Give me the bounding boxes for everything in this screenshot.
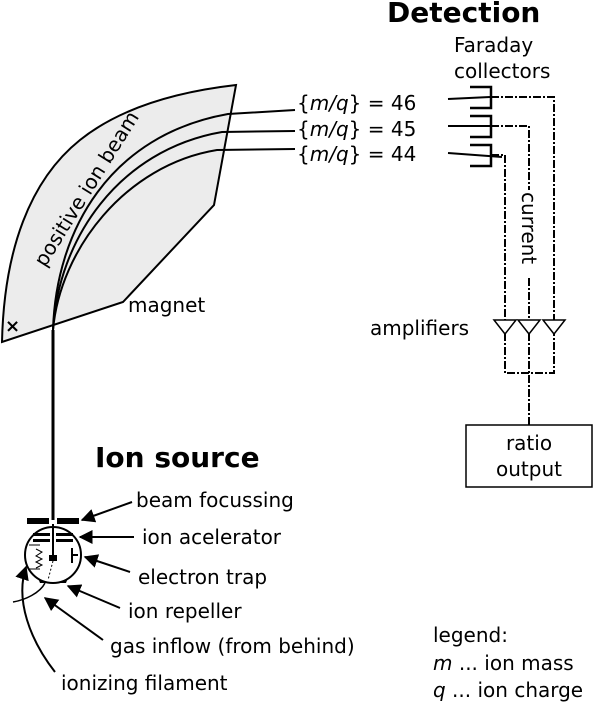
svg-text:{m/q} = 45: {m/q} = 45 bbox=[297, 117, 416, 141]
gas-inflow-arc bbox=[12, 582, 46, 603]
accelerator-plate-right-2 bbox=[56, 539, 73, 542]
label-beam-focussing: beam focussing bbox=[136, 488, 294, 512]
faraday-label-line1: Faraday bbox=[454, 33, 533, 57]
accelerator-plate-left-2 bbox=[33, 539, 50, 542]
beam-mq44 bbox=[52, 148, 296, 331]
amplifier-1 bbox=[492, 319, 518, 336]
beam-in-44 bbox=[447, 152, 503, 158]
legend: legend: m ... ion mass q ... ion charge bbox=[433, 623, 583, 702]
label-gas-inflow: gas inflow (from behind) bbox=[110, 634, 355, 658]
beam-focussing-plate-left bbox=[27, 518, 49, 524]
amplifier-output-bus bbox=[504, 333, 555, 425]
svg-text:{m/q} = 46: {m/q} = 46 bbox=[297, 91, 416, 115]
amplifier-3 bbox=[541, 319, 567, 336]
svg-text:{m/q} = 44: {m/q} = 44 bbox=[297, 142, 416, 166]
arrow-gas-inflow bbox=[43, 597, 104, 641]
beam-mq45 bbox=[52, 130, 296, 331]
ion-source-title: Ion source bbox=[95, 441, 260, 474]
ratio-output-line1: ratio bbox=[506, 431, 552, 455]
mq-label-44: {m/q} = 44 bbox=[297, 142, 416, 166]
current-wire-46 bbox=[491, 96, 555, 320]
electron-trap bbox=[71, 548, 78, 563]
faraday-label-line2: collectors bbox=[454, 59, 550, 83]
label-ion-repeller: ion repeller bbox=[128, 599, 242, 623]
current-wire-44 bbox=[491, 154, 506, 320]
legend-item-q: q ... ion charge bbox=[433, 678, 583, 702]
amplifier-2 bbox=[516, 319, 542, 336]
arrow-electron-trap bbox=[83, 554, 131, 573]
beam-mq46 bbox=[52, 109, 296, 331]
accelerator-plate-left-1 bbox=[33, 533, 50, 536]
detection-title: Detection bbox=[387, 0, 540, 29]
ratio-output-box bbox=[465, 424, 593, 488]
label-ionizing-filament: ionizing filament bbox=[61, 671, 228, 695]
beam-in-46 bbox=[447, 96, 491, 100]
label-ion-accelerator: ion acelerator bbox=[142, 525, 282, 549]
arrow-ion-repeller bbox=[66, 584, 121, 609]
ion-repeller bbox=[38, 578, 68, 583]
magnet-sector bbox=[0, 83, 238, 344]
ionization-point bbox=[49, 555, 57, 561]
legend-item-m: m ... ion mass bbox=[433, 651, 574, 675]
legend-title: legend: bbox=[433, 623, 508, 647]
current-wire-45 bbox=[491, 125, 530, 320]
mq-label-46: {m/q} = 46 bbox=[297, 91, 416, 115]
amplifiers bbox=[492, 319, 567, 336]
accelerator-plate-right-1 bbox=[56, 533, 73, 536]
magnet-label: magnet bbox=[128, 293, 205, 317]
filament-coil bbox=[29, 544, 44, 570]
label-electron-trap: electron trap bbox=[138, 565, 267, 589]
beam-focussing-plate-right bbox=[57, 518, 79, 524]
current-label: current bbox=[517, 192, 541, 264]
amplifiers-label: amplifiers bbox=[370, 316, 469, 340]
arrow-ionizing-filament bbox=[15, 565, 56, 673]
mq-label-45: {m/q} = 45 bbox=[297, 117, 416, 141]
ratio-output-line2: output bbox=[496, 457, 562, 481]
magnetic-field-symbol: × bbox=[5, 316, 20, 337]
ion-source-chamber bbox=[12, 518, 82, 603]
arrow-beam-focussing bbox=[80, 501, 133, 523]
